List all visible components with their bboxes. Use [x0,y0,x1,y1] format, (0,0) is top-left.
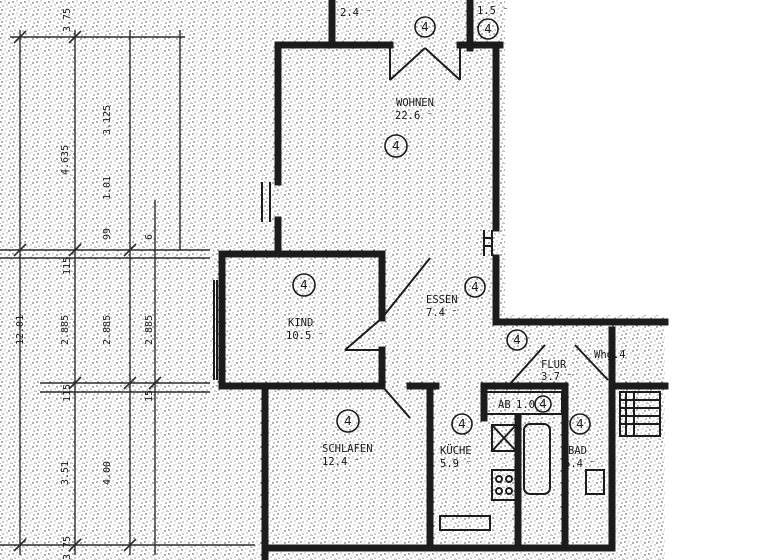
room-name-bad: BAD [568,445,587,457]
dim-1-01: 1.01 [102,176,113,200]
unit-number: 4 [513,333,521,347]
room-area-bad: 6.4 ⁻ [564,458,596,470]
room-area-ab: 1.0 [516,399,535,411]
unit-number: 4 [576,417,584,431]
dim-99: 99 [102,228,113,240]
dim-12-01: 12.01 [15,315,26,345]
room-name-schlafen: SCHLAFEN [322,443,373,455]
unit-number: 4 [421,20,429,34]
area-top-right: 1.5 ⁻ [477,5,509,17]
dim-6: 6 [144,234,155,240]
dim-15: 15 [144,390,155,402]
room-area-schlafen: 12.4 ⁻ [322,456,360,468]
dim-2-885-b: 2.885 [102,315,113,345]
unit-number: 4 [539,397,547,411]
unit-number: 4 [300,278,308,292]
unit-marker-ab: 4 [534,395,552,413]
dim-bottom-3-75: 3.75 [62,536,73,560]
room-area-kind: 10.5 ⁻ [286,330,324,342]
dim-4-00: 4.00 [102,461,113,485]
unit-number: 4 [471,280,479,294]
room-area-flur: 3.7 ⁻ [541,371,573,383]
dimension-lines [0,30,255,555]
unit-marker-wohnen: 4 [384,134,408,158]
dim-2-885-a: 2.885 [60,315,71,345]
room-name-wohnen: WOHNEN [396,97,434,109]
room-area-wohnen: 22.6 ⁻ [395,110,433,122]
unit-number: 4 [458,417,466,431]
blank-right-area [505,0,768,313]
walls [218,0,669,560]
dim-3-125: 3.125 [102,105,113,135]
unit-marker-top-mid: 4 [414,16,436,38]
dim-115-b: 115 [62,384,73,402]
dim-3-51: 3.51 [60,461,71,485]
dim-2-885-c: 2.885 [144,315,155,345]
room-name-ab: AB [498,399,511,411]
room-labels: WOHNEN 22.6 ⁻ ESSEN 7.4 ⁻ KIND 10.5 ⁻ SC… [286,5,626,470]
area-top-left: 2.4 ⁻ [340,7,372,19]
fixtures [213,45,661,531]
dim-top-3-75: 3.75 [62,8,73,32]
room-area-kueche: 5.9 ⁻ [440,458,472,470]
unit-number: 4 [344,414,352,428]
dim-4-635: 4.635 [60,145,71,175]
unit-marker-top-right: 4 [477,18,499,40]
unit-marker-flur: 4 [506,329,528,351]
room-area-essen: 7.4 ⁻ [426,307,458,319]
unit-marker-kueche: 4 [451,413,473,435]
room-name-essen: ESSEN [426,294,458,306]
dim-115-a: 115 [62,257,73,275]
room-name-flur: FLUR [541,359,567,371]
unit-marker-bad: 4 [569,413,591,435]
unit-number: 4 [392,139,400,153]
apartment-label: Whg.4 [594,349,626,361]
unit-marker-schlafen: 4 [336,409,360,433]
unit-number: 4 [484,22,492,36]
room-name-kind: KIND [288,317,313,329]
unit-marker-essen: 4 [464,276,486,298]
unit-markers: 4 4 4 4 4 4 4 4 [292,16,591,435]
dimension-labels: 3.75 3.125 4.635 1.01 99 6 115 12.01 2.8… [15,8,155,560]
room-name-kueche: KÜCHE [440,444,472,457]
unit-marker-kind: 4 [292,273,316,297]
